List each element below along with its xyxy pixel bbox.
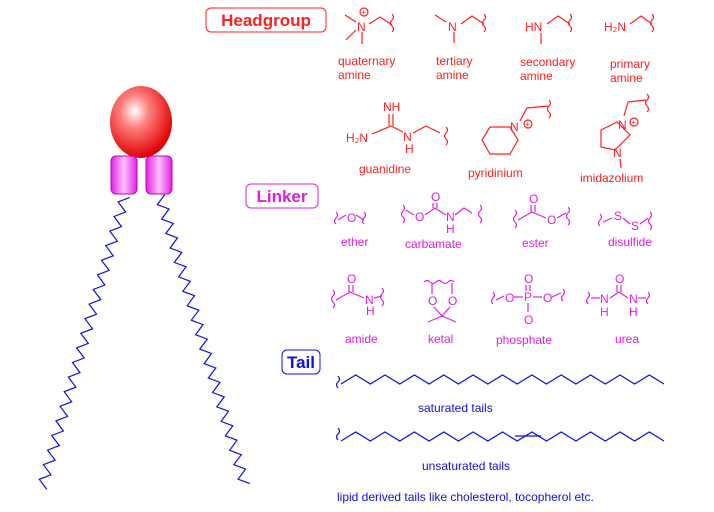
headgroup-quaternary-amine: N + quaternary amine xyxy=(338,7,395,82)
headgroup-imidazolium: NN + imidazolium xyxy=(580,93,650,185)
linker-urea: NH O NH urea xyxy=(585,272,651,346)
svg-text:H: H xyxy=(405,142,414,156)
urea-label: urea xyxy=(615,332,639,346)
headgroup-sphere xyxy=(110,86,172,158)
linker-phosphate: O P O O O phosphate xyxy=(490,272,566,347)
svg-text:HN: HN xyxy=(525,20,542,34)
linker-title: Linker xyxy=(256,187,307,206)
headgroup-title: Headgroup xyxy=(221,11,311,30)
svg-text:amine: amine xyxy=(436,68,469,82)
headgroup-primary-amine: H₂N primary amine xyxy=(604,13,655,85)
unsaturated-tails-label: unsaturated tails xyxy=(422,459,510,473)
svg-text:H: H xyxy=(446,222,455,236)
pyridinium-label: pyridinium xyxy=(468,166,523,180)
svg-text:O: O xyxy=(347,272,356,286)
tail-saturated: saturated tails xyxy=(335,374,665,415)
svg-text:amine: amine xyxy=(338,68,371,82)
svg-text:N: N xyxy=(618,118,627,132)
svg-text:O: O xyxy=(347,211,356,225)
headgroup-tertiary-amine: N tertiary amine xyxy=(434,13,487,82)
svg-text:H₂N: H₂N xyxy=(604,20,626,34)
imidazolium-label: imidazolium xyxy=(580,171,643,185)
primary-amine-label: primary xyxy=(610,57,650,71)
tail-label: Tail xyxy=(281,349,321,375)
tail-chain-left xyxy=(38,196,131,490)
lipid-cartoon xyxy=(38,86,251,490)
svg-text:H₂N: H₂N xyxy=(346,131,368,145)
svg-text:N: N xyxy=(629,292,638,306)
svg-text:H: H xyxy=(366,304,375,318)
tail-title: Tail xyxy=(287,353,315,372)
ketal-label: ketal xyxy=(428,332,453,346)
svg-text:O: O xyxy=(524,272,533,286)
saturated-tails-label: saturated tails xyxy=(418,401,493,415)
svg-text:S: S xyxy=(631,219,639,233)
linker-label: Linker xyxy=(245,183,319,209)
quaternary-amine-label: quaternary xyxy=(338,54,395,68)
carbamate-label: carbamate xyxy=(405,237,462,251)
ester-label: ester xyxy=(522,236,549,250)
headgroup-label: Headgroup xyxy=(205,7,327,33)
tail-chain-right xyxy=(156,194,251,485)
svg-text:N: N xyxy=(403,130,412,144)
svg-text:P: P xyxy=(524,290,532,304)
svg-text:+: + xyxy=(525,120,530,129)
svg-text:N: N xyxy=(510,120,519,134)
svg-text:N: N xyxy=(357,20,366,34)
tertiary-amine-label: tertiary xyxy=(436,54,473,68)
svg-text:O: O xyxy=(529,192,538,206)
phosphate-label: phosphate xyxy=(496,333,552,347)
svg-text:+: + xyxy=(631,118,636,127)
svg-text:O: O xyxy=(448,294,457,308)
svg-text:O: O xyxy=(431,190,440,204)
svg-text:H: H xyxy=(600,305,609,319)
svg-text:amine: amine xyxy=(520,69,553,83)
svg-text:N: N xyxy=(448,20,457,34)
disulfide-label: disulfide xyxy=(608,235,652,249)
ether-label: ether xyxy=(341,235,368,249)
svg-text:O: O xyxy=(543,291,552,305)
svg-text:S: S xyxy=(614,209,622,223)
tail-unsaturated: unsaturated tails xyxy=(335,427,665,473)
linker-block-left xyxy=(110,155,138,195)
svg-text:N: N xyxy=(446,210,455,224)
amide-label: amide xyxy=(345,332,378,346)
lipid-derived-tails-label: lipid derived tails like cholesterol, to… xyxy=(337,490,594,504)
linker-amide: O NH amide xyxy=(330,272,385,346)
svg-text:N: N xyxy=(600,292,609,306)
svg-text:H: H xyxy=(629,305,638,319)
svg-text:N: N xyxy=(365,293,374,307)
headgroup-pyridinium: N + pyridinium xyxy=(468,99,552,180)
svg-text:O: O xyxy=(615,272,624,286)
headgroup-guanidine: NH H₂N NH guanidine xyxy=(346,100,449,176)
headgroup-secondary-amine: HN secondary amine xyxy=(520,13,575,83)
secondary-amine-label: secondary xyxy=(520,55,575,69)
svg-text:O: O xyxy=(547,213,556,227)
linker-disulfide: S S disulfide xyxy=(597,209,652,249)
svg-text:O: O xyxy=(524,313,533,327)
linker-carbamate: O O NH carbamate xyxy=(400,190,483,251)
svg-text:amine: amine xyxy=(610,71,643,85)
svg-text:N: N xyxy=(613,146,622,160)
saturated-chain xyxy=(340,374,665,385)
svg-text:O: O xyxy=(428,294,437,308)
linker-block-right xyxy=(145,155,173,195)
linker-ether: O ether xyxy=(333,211,368,249)
guanidine-label: guanidine xyxy=(359,162,411,176)
svg-text:O: O xyxy=(415,210,424,224)
svg-text:+: + xyxy=(361,8,366,17)
svg-text:NH: NH xyxy=(383,100,400,114)
unsaturated-chain xyxy=(340,431,665,442)
linker-ester: O O ester xyxy=(512,192,571,250)
svg-text:O: O xyxy=(505,291,514,305)
